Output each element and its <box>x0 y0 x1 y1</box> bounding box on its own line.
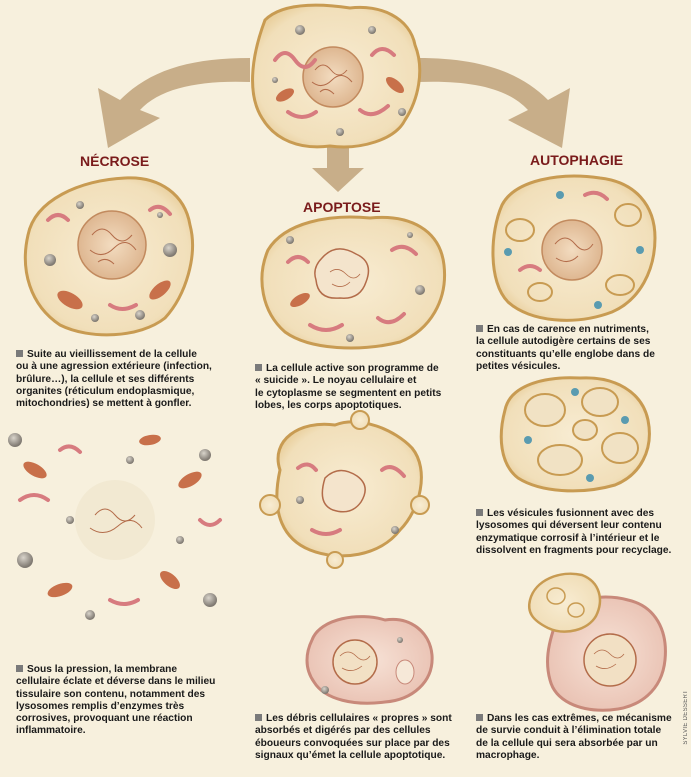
arrow-to-autophagie <box>418 58 570 148</box>
apoptose-macrophage <box>305 615 434 705</box>
caption-necrose-2: Sous la pression, la membrane cellulaire… <box>16 664 216 737</box>
caption-autophagie-1: En cas de carence en nutriments, la cell… <box>476 324 655 372</box>
necrose-cell-swollen <box>23 176 194 337</box>
bullet-square <box>255 714 262 721</box>
bullet-square <box>476 714 483 721</box>
arrow-to-apoptose <box>312 140 364 192</box>
bullet-square <box>255 364 262 371</box>
healthy-cell <box>251 3 422 149</box>
caption-autophagie-3: Dans les cas extrêmes, ce mécanisme de s… <box>476 713 672 761</box>
caption-apoptose-1: La cellule active son programme de « sui… <box>255 363 442 411</box>
apoptose-cell-segmenting <box>260 215 447 350</box>
title-autophagie: AUTOPHAGIE <box>530 152 623 168</box>
necrose-cell-burst <box>8 433 222 620</box>
bullet-square <box>476 325 483 332</box>
bullet-square <box>16 350 23 357</box>
bullet-square <box>476 509 483 516</box>
title-apoptose: APOPTOSE <box>303 199 381 215</box>
bullet-square <box>16 665 23 672</box>
title-necrose: NÉCROSE <box>80 153 149 169</box>
autophagie-cell-vesicles <box>491 174 657 322</box>
arrow-to-necrose <box>98 58 250 148</box>
illustrator-credit: SYLVIE DESSERT <box>683 690 689 745</box>
apoptose-cell-blebbing <box>259 410 430 569</box>
caption-autophagie-2: Les vésicules fusionnent avec des lysoso… <box>476 508 672 556</box>
autophagie-macrophage <box>528 572 667 712</box>
autophagie-cell-fusion <box>499 376 651 493</box>
caption-necrose-1: Suite au vieillissement de la cellule ou… <box>16 349 212 410</box>
caption-apoptose-2: Les débris cellulaires « propres » sont … <box>255 713 452 761</box>
